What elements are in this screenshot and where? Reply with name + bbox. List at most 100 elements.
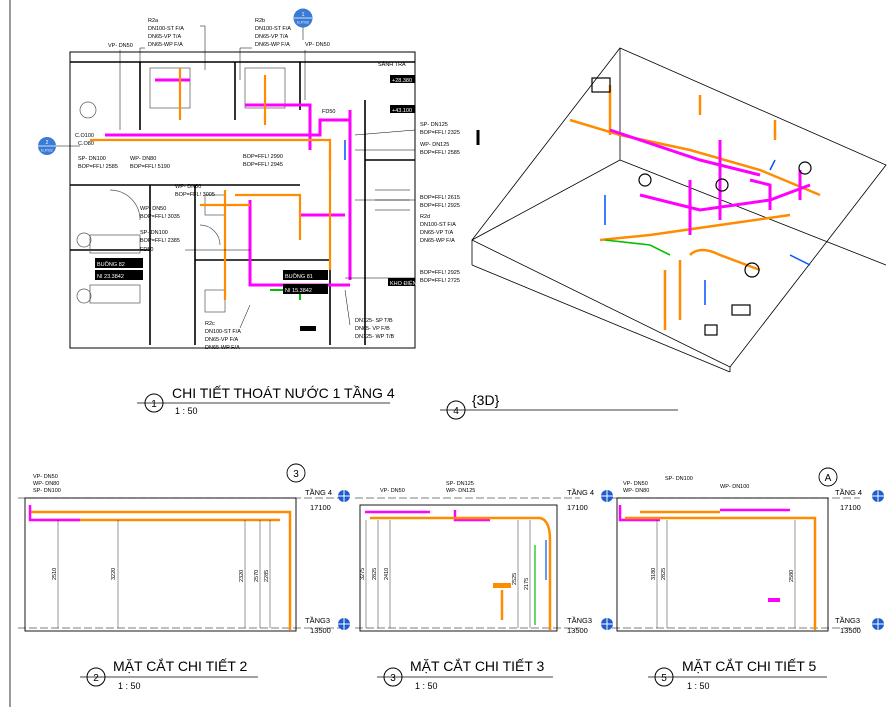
s2-label-vp: VP- DN50 (33, 474, 58, 480)
tag-bop-5190: BOP=FFL! 5190 (130, 164, 170, 170)
tag-wp-dn80: WP- DN80 (130, 156, 156, 162)
tag-bop-3005: BOP=FFL! 3005 (175, 192, 215, 198)
s3-label-sp: SP- DN125 (446, 481, 474, 487)
tag-r2b-1: R2b (255, 18, 265, 24)
level-a: +28.380 (392, 78, 412, 84)
view-4-number: 4 (453, 406, 459, 417)
tag-bop-2990: BOP=FFL! 2990 (243, 154, 283, 160)
room-81-label: BUỒNG 81 (285, 273, 313, 280)
view-4-title: {3D} (472, 392, 500, 408)
section-2: VP- DN50 WP- DN80 SP- DN100 2510 3220 23… (18, 463, 350, 635)
tag-sp-dn125: SP- DN125 (420, 122, 448, 128)
level-marker-icon (601, 618, 613, 630)
view-title-2[interactable]: 2 MẶT CẮT CHI TIẾT 2 1 : 50 (80, 657, 258, 691)
view-5-title: MẶT CẮT CHI TIẾT 5 (682, 657, 817, 674)
tag-fd50: FD50 (140, 247, 153, 253)
3d-view (471, 47, 887, 373)
view-2-scale: 1 : 50 (118, 681, 141, 691)
s3-label-wp: WP- DN125 (446, 488, 475, 494)
s2-level-bot-elev: 13500 (310, 626, 331, 635)
tag-vp-dn50-left: VP- DN50 (108, 43, 133, 49)
s5-label-sp: SP- DN100 (665, 476, 693, 482)
s2-dim-5: 2285 (264, 570, 270, 582)
plan-tags: R2a DN100-ST F/A DN65-VP T/A DN65-WP F/A… (75, 18, 460, 351)
s2-dim-3: 2320 (239, 570, 245, 582)
view-3-scale: 1 : 50 (415, 681, 438, 691)
s5-label-wp: WP- DN80 (623, 488, 649, 494)
s2-marker: 3 (293, 469, 299, 480)
tag-r2a-4: DN65-WP F/A (148, 42, 183, 48)
tag-wp-dn80b: WP- DN80 (175, 184, 201, 190)
callout-top-sheet: E.P.02 (297, 20, 309, 25)
level-marker-icon (601, 490, 613, 502)
callout-top-num: 1 (302, 12, 305, 18)
tag-r2a-2: DN100-ST F/A (148, 26, 184, 32)
s5-level-top-name: TẦNG 4 (835, 487, 862, 497)
s3-level-bot-name: TẦNG3 (567, 615, 592, 625)
tag-bop-2945: BOP=FFL! 2945 (243, 162, 283, 168)
tag-bop-2725: BOP=FFL! 2725 (420, 278, 460, 284)
s3-level-top-name: TẦNG 4 (567, 487, 594, 497)
s3-dim-4: 2525 (512, 573, 518, 585)
callout-left-num: 2 (46, 140, 49, 146)
tag-wp-dn50: WP- DN50 (140, 206, 166, 212)
sanh-label: SẢNH TRA (378, 61, 406, 68)
view-title-4[interactable]: 4 {3D} (440, 392, 678, 420)
s5-level-bot-name: TẦNG3 (835, 615, 860, 625)
s3-level-bot-elev: 13500 (567, 626, 588, 635)
tag-dn125-sp: DN125- SP T/B (355, 318, 393, 324)
s5-level-bot-elev: 13500 (840, 626, 861, 635)
view-title-3[interactable]: 3 MẶT CẮT CHI TIẾT 3 1 : 50 (377, 657, 553, 691)
view-title-5[interactable]: 5 MẶT CẮT CHI TIẾT 5 1 : 50 (648, 657, 827, 691)
s3-level-top-elev: 17100 (567, 503, 588, 512)
s3-dim-3: 2410 (384, 568, 390, 580)
tag-r2c-4: DN65-WP F/A (205, 345, 240, 351)
tag-dn125-wp: DN125- WP T/B (355, 334, 395, 340)
s5-level-top-elev: 17100 (840, 503, 861, 512)
tag-bop-2585: BOP=FFL! 2585 (78, 164, 118, 170)
tag-r2b-3: DN65-VP T/A (255, 34, 288, 40)
s2-level-top-elev: 17100 (310, 503, 331, 512)
room-81-level: NI 15.3842 (285, 288, 312, 294)
view-title-1[interactable]: 1 CHI TIẾT THOÁT NƯỚC 1 TẦNG 4 1 : 50 (137, 385, 395, 416)
s5-label-wp100: WP- DN100 (720, 484, 749, 490)
tag-r2a-1: R2a (148, 18, 159, 24)
s2-label-sp: SP- DN100 (33, 488, 61, 494)
tag-r2d-3: DN65-VP T/A (420, 230, 453, 236)
tag-r2d-1: R2d (420, 214, 430, 220)
view-1-number: 1 (151, 399, 157, 410)
section-3: VP- DN50 SP- DN125 WP- DN125 3275 2825 2… (355, 481, 613, 635)
s2-label-wp: WP- DN80 (33, 481, 59, 487)
tag-bop-2615: BOP=FFL! 2615 (420, 195, 460, 201)
tag-sp-dn100b: SP- DN100 (140, 230, 168, 236)
view-2-number: 2 (93, 673, 99, 684)
s3-dim-2: 2825 (372, 568, 378, 580)
room-82-level: NI 23.3842 (97, 274, 124, 280)
view-5-number: 5 (661, 673, 667, 684)
level-marker-icon (338, 490, 350, 502)
tag-dn65-vp: DN65- VP F/B (355, 326, 390, 332)
tag-vp-dn50-right: VP- DN50 (305, 42, 330, 48)
level-b: +43.100 (392, 108, 412, 114)
callout-top[interactable]: 1 E.P.02 (293, 8, 313, 40)
s2-level-bot-name: TẦNG3 (305, 615, 330, 625)
tag-r2c-3: DN65-VP F/A (205, 337, 239, 343)
tag-r2b-4: DN65-WP F/A (255, 42, 290, 48)
s3-dim-1: 3275 (360, 568, 366, 580)
tag-r2a-3: DN65-VP T/A (148, 34, 181, 40)
callout-left-sheet: E.P.02 (41, 148, 53, 153)
s5-label-vp: VP- DN50 (623, 481, 648, 487)
tag-sp-dn100: SP- DN100 (78, 156, 106, 162)
plan-view (69, 51, 416, 349)
tag-bop-2585b: BOP=FFL! 2585 (420, 150, 460, 156)
s2-dim-4: 2570 (254, 570, 260, 582)
view-3-number: 3 (390, 673, 396, 684)
s5-dim-3: 2580 (789, 570, 795, 582)
s5-dim-1: 3180 (651, 568, 657, 580)
callout-left[interactable]: 2 E.P.02 (38, 137, 80, 155)
tag-bop-3035: BOP=FFL! 3035 (140, 214, 180, 220)
level-marker-icon (338, 618, 350, 630)
tag-r2c-2: DN100-ST F/A (205, 329, 241, 335)
